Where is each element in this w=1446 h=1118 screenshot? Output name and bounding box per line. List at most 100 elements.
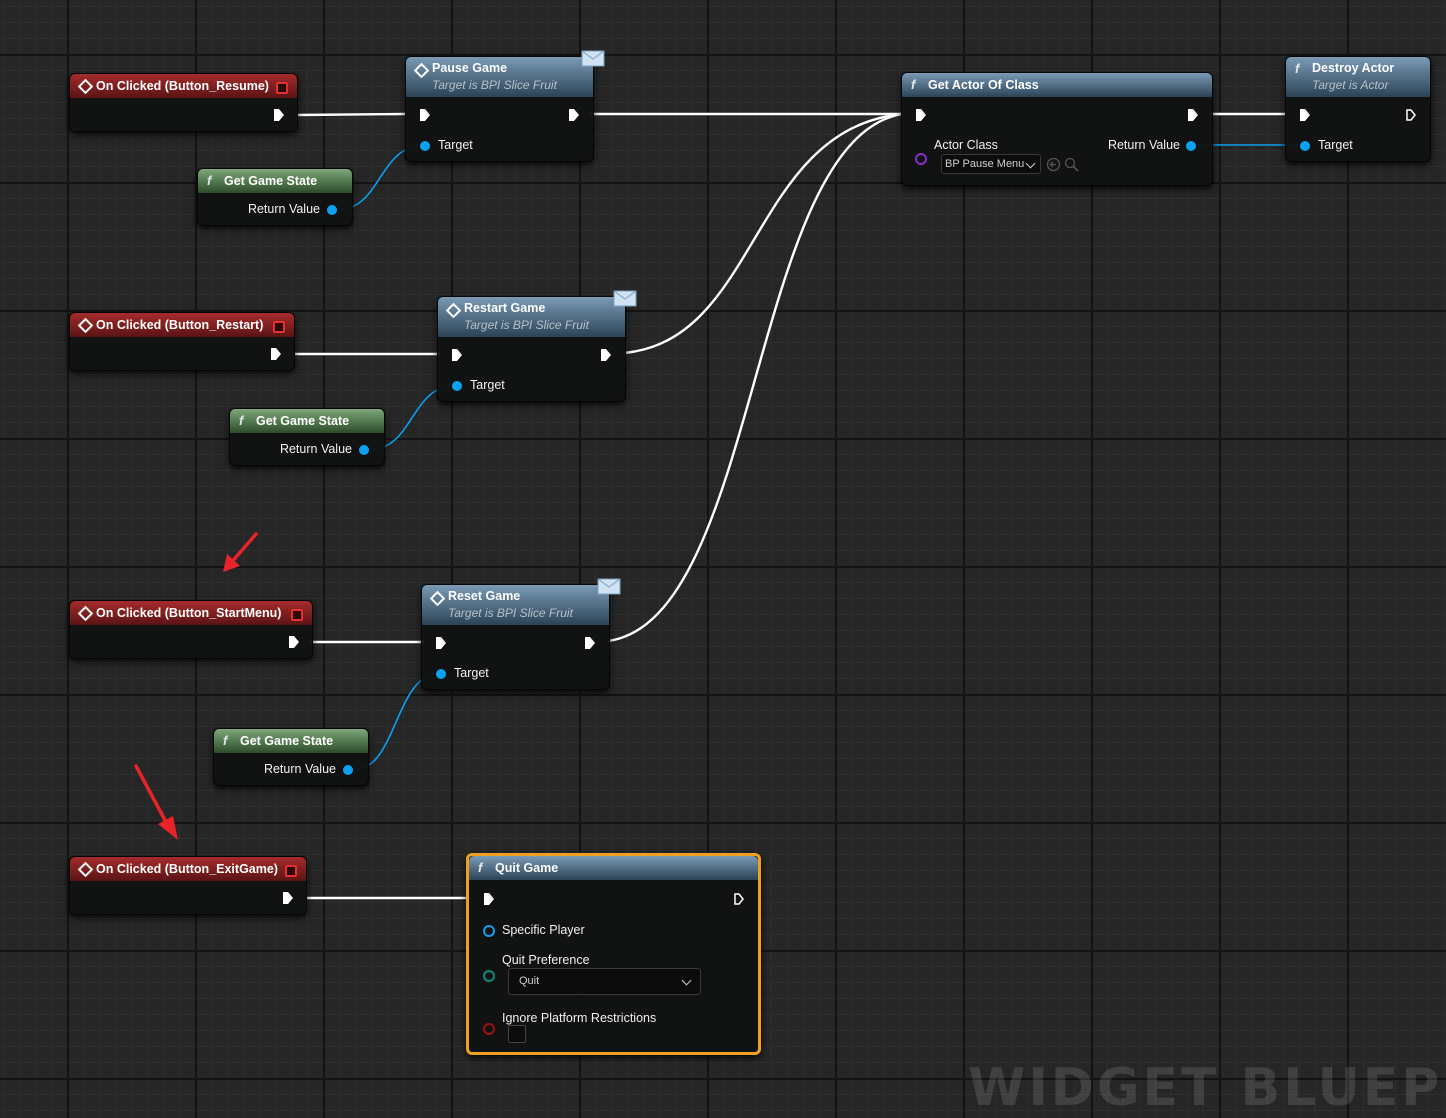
node-header[interactable]: On Clicked (Button_StartMenu) — [70, 601, 312, 625]
graph-watermark: WIDGET BLUEPRINT — [968, 1058, 1446, 1118]
delegate-pin-icon[interactable] — [276, 82, 288, 94]
node-header[interactable]: On Clicked (Button_ExitGame) — [70, 857, 306, 881]
event-node-button-startmenu[interactable]: On Clicked (Button_StartMenu) — [69, 600, 313, 659]
exec-wire-reset-getactor — [607, 112, 903, 643]
node-title: On Clicked (Button_Resume) — [96, 79, 269, 93]
node-header[interactable]: f Get Actor Of Class — [902, 73, 1212, 97]
exec-output-pin[interactable] — [601, 349, 611, 361]
node-title: Pause Game — [432, 61, 508, 75]
event-node-button-exitgame[interactable]: On Clicked (Button_ExitGame) — [69, 856, 307, 915]
use-selected-asset-icon[interactable] — [1046, 157, 1061, 172]
return-value-output-pin[interactable] — [343, 765, 353, 775]
target-input-pin[interactable] — [436, 669, 446, 679]
ignore-platform-restrictions-input-pin[interactable] — [483, 1023, 495, 1035]
node-title: Get Actor Of Class — [928, 78, 1039, 92]
exec-output-pin[interactable] — [283, 892, 293, 904]
exec-output-pin[interactable] — [271, 348, 281, 360]
specific-player-input-pin[interactable] — [483, 925, 495, 937]
exec-output-pin-unconnected[interactable] — [734, 893, 744, 905]
actor-class-input-pin[interactable] — [915, 153, 927, 165]
message-envelope-icon — [597, 578, 621, 595]
exec-output-pin[interactable] — [585, 637, 595, 649]
exec-output-pin[interactable] — [569, 109, 579, 121]
target-label: Target — [1318, 138, 1353, 152]
return-value-output-pin[interactable] — [1186, 141, 1196, 151]
target-input-pin[interactable] — [452, 381, 462, 391]
delegate-pin-icon[interactable] — [273, 321, 285, 333]
exec-input-pin[interactable] — [484, 893, 494, 905]
exec-output-pin-unconnected[interactable] — [1406, 109, 1416, 121]
quit-preference-input-pin[interactable] — [483, 970, 495, 982]
function-node-quit-game[interactable]: f Quit Game Specific Player Quit Prefere… — [466, 853, 761, 1055]
target-label: Target — [454, 666, 489, 680]
event-icon — [77, 861, 94, 878]
annotation-arrow-startmenu-icon — [223, 532, 258, 572]
node-title: Destroy Actor — [1312, 61, 1395, 75]
exec-input-pin[interactable] — [452, 349, 462, 361]
node-header[interactable]: Restart Game Target is BPI Slice Fruit — [438, 297, 625, 337]
interface-message-icon — [429, 590, 446, 607]
exec-output-pin[interactable] — [1188, 109, 1198, 121]
pure-node-get-game-state-1[interactable]: f Get Game State Return Value — [197, 168, 353, 226]
node-subtitle: Target is BPI Slice Fruit — [448, 606, 573, 620]
node-title: Get Game State — [256, 414, 350, 428]
exec-output-pin[interactable] — [274, 109, 284, 121]
ignore-platform-restrictions-checkbox[interactable] — [508, 1025, 526, 1043]
pure-node-get-game-state-3[interactable]: f Get Game State Return Value — [213, 728, 369, 786]
event-icon — [77, 605, 94, 622]
event-node-button-restart[interactable]: On Clicked (Button_Restart) — [69, 312, 295, 371]
node-header[interactable]: f Destroy Actor Target is Actor — [1286, 57, 1430, 97]
node-title: Quit Game — [495, 861, 559, 875]
browse-asset-icon[interactable] — [1064, 157, 1079, 172]
interface-message-icon — [445, 302, 462, 319]
node-header[interactable]: Reset Game Target is BPI Slice Fruit — [422, 585, 609, 625]
return-value-label: Return Value — [247, 202, 320, 216]
node-title: Reset Game — [448, 589, 521, 603]
chevron-down-icon — [1025, 158, 1036, 169]
delegate-pin-icon[interactable] — [285, 865, 297, 877]
exec-wire-resume-pause — [295, 112, 407, 117]
exec-output-pin[interactable] — [289, 636, 299, 648]
event-icon — [77, 317, 94, 334]
return-value-output-pin[interactable] — [359, 445, 369, 455]
exec-input-pin[interactable] — [916, 109, 926, 121]
delegate-pin-icon[interactable] — [291, 609, 303, 621]
interface-message-icon — [413, 62, 430, 79]
node-header[interactable]: f Get Game State — [198, 169, 352, 193]
exec-input-pin[interactable] — [420, 109, 430, 121]
return-value-output-pin[interactable] — [327, 205, 337, 215]
node-subtitle: Target is BPI Slice Fruit — [464, 318, 589, 332]
node-title: On Clicked (Button_Restart) — [96, 318, 264, 332]
target-input-pin[interactable] — [420, 141, 430, 151]
node-header[interactable]: f Get Game State — [230, 409, 384, 433]
node-header[interactable]: On Clicked (Button_Restart) — [70, 313, 294, 337]
target-input-pin[interactable] — [1300, 141, 1310, 151]
function-icon: f — [911, 77, 916, 92]
exec-input-pin[interactable] — [436, 637, 446, 649]
message-envelope-icon — [613, 290, 637, 307]
return-value-label: Return Value — [263, 762, 336, 776]
quit-preference-dropdown[interactable]: Quit — [508, 968, 701, 995]
node-header[interactable]: f Get Game State — [214, 729, 368, 753]
node-header[interactable]: f Quit Game — [469, 856, 758, 880]
quit-preference-label: Quit Preference — [502, 953, 590, 967]
node-header[interactable]: Pause Game Target is BPI Slice Fruit — [406, 57, 593, 97]
function-node-reset-game[interactable]: Reset Game Target is BPI Slice Fruit Tar… — [421, 578, 621, 690]
function-node-destroy-actor[interactable]: f Destroy Actor Target is Actor Target — [1285, 56, 1431, 162]
node-header[interactable]: On Clicked (Button_Resume) — [70, 74, 297, 98]
function-icon: f — [207, 173, 212, 188]
node-title: Get Game State — [240, 734, 334, 748]
function-node-restart-game[interactable]: Restart Game Target is BPI Slice Fruit T… — [437, 290, 637, 402]
target-label: Target — [470, 378, 505, 392]
node-title: On Clicked (Button_ExitGame) — [96, 862, 278, 876]
node-title: Restart Game — [464, 301, 546, 315]
ignore-platform-restrictions-label: Ignore Platform Restrictions — [502, 1011, 657, 1025]
function-node-get-actor-of-class[interactable]: f Get Actor Of Class Actor Class BP Paus… — [901, 72, 1213, 186]
event-node-button-resume[interactable]: On Clicked (Button_Resume) — [69, 73, 298, 132]
actor-class-dropdown[interactable]: BP Pause Menu — [941, 154, 1041, 174]
function-node-pause-game[interactable]: Pause Game Target is BPI Slice Fruit Tar… — [405, 50, 605, 162]
pure-node-get-game-state-2[interactable]: f Get Game State Return Value — [229, 408, 385, 466]
actor-class-value: BP Pause Menu — [945, 158, 1025, 170]
exec-input-pin[interactable] — [1300, 109, 1310, 121]
function-icon: f — [1295, 61, 1300, 76]
